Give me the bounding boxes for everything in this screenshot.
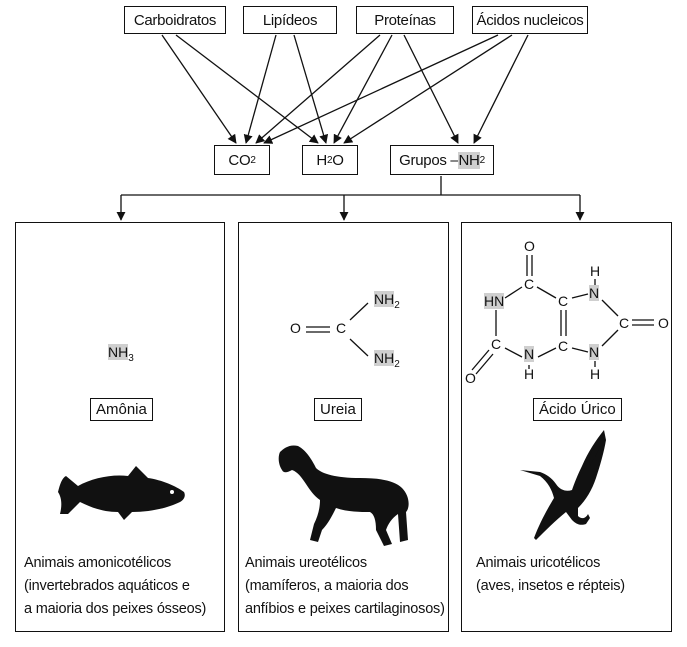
uric-acid-label: Ácido Úrico xyxy=(533,398,622,421)
ammonia-caption-3: a maioria dos peixes ósseos) xyxy=(24,601,207,617)
uric-n-bottom: N xyxy=(524,346,535,362)
ammonia-label: Amônia xyxy=(90,398,153,421)
urea-nh2-top: NH2 xyxy=(374,291,400,311)
urea-label: Ureia xyxy=(314,398,362,421)
urea-caption-1: Animais ureotélicos xyxy=(245,555,367,571)
ammonia-formula: NH3 xyxy=(108,344,134,364)
ammonia-caption-2: (invertebrados aquáticos e xyxy=(24,578,190,594)
uric-h-bottom-right: H xyxy=(590,366,601,382)
source-lipideos: Lipídeos xyxy=(243,6,337,34)
uric-c-bottom-left: C xyxy=(491,336,502,352)
panel-uric-acid xyxy=(461,222,672,632)
uric-c-top: C xyxy=(524,276,535,292)
uric-caption-2: (aves, insetos e répteis) xyxy=(476,578,625,594)
source-proteinas: Proteínas xyxy=(356,6,454,34)
ammonia-caption-1: Animais amonicotélicos xyxy=(24,555,172,571)
uric-o-right: O xyxy=(658,315,669,331)
uric-h-bottom: H xyxy=(524,366,535,382)
uric-caption-1: Animais uricotélicos xyxy=(476,555,601,571)
uric-n-bottom-right: N xyxy=(589,344,600,360)
urea-nh2-bottom: NH2 xyxy=(374,350,400,370)
uric-c-inner-bottom: C xyxy=(558,338,569,354)
uric-hn-left: HN xyxy=(484,293,505,309)
uric-n-top-right: N xyxy=(589,285,600,301)
urea-carbon: C xyxy=(336,320,347,336)
uric-o-top: O xyxy=(524,238,535,254)
urea-oxygen: O xyxy=(290,320,301,336)
uric-o-bottom-left: O xyxy=(465,370,476,386)
uric-c-inner-top: C xyxy=(558,293,569,309)
panel-ammonia xyxy=(15,222,225,632)
source-acidos-nucleicos: Ácidos nucleicos xyxy=(472,6,588,34)
uric-c-right: C xyxy=(619,315,630,331)
source-carboidratos: Carboidratos xyxy=(124,6,226,34)
urea-caption-3: anfíbios e peixes cartilaginosos) xyxy=(245,601,445,617)
uric-h-top-right: H xyxy=(590,263,601,279)
panel-urea xyxy=(238,222,449,632)
urea-caption-2: (mamíferos, a maioria dos xyxy=(245,578,409,594)
